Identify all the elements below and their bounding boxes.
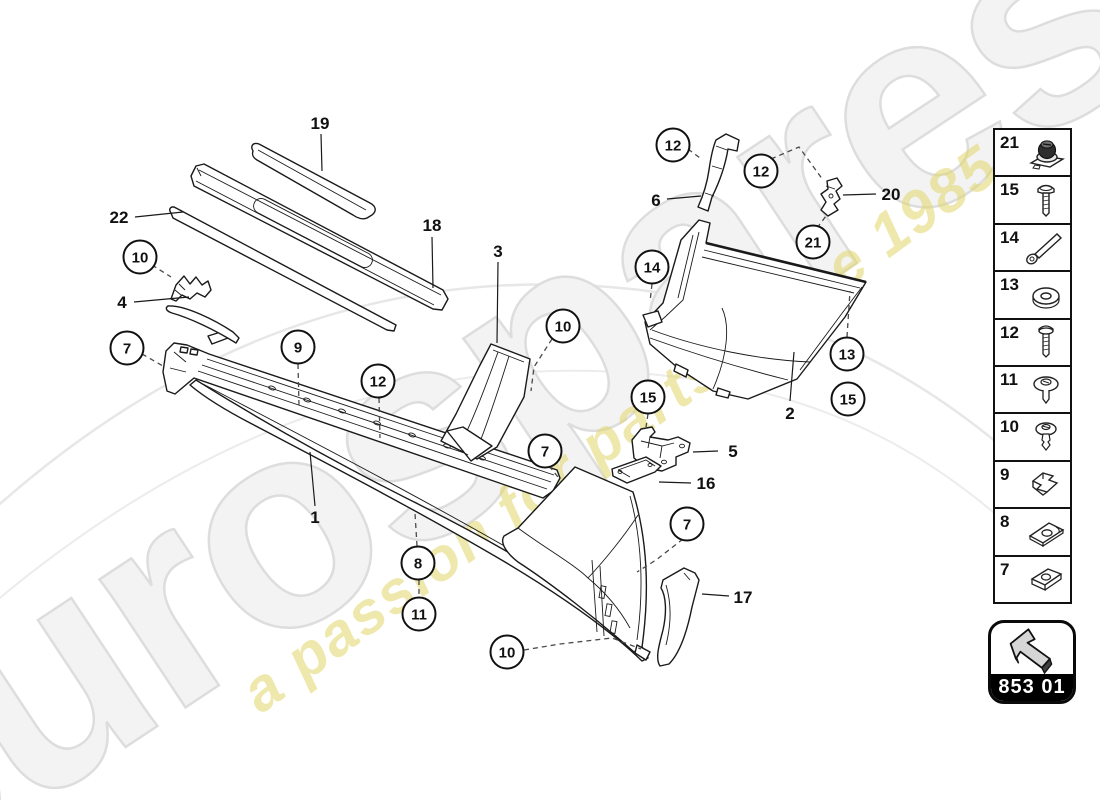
- svg-text:21: 21: [805, 235, 822, 252]
- svg-text:15: 15: [840, 392, 857, 409]
- section-code: 853 01: [991, 674, 1073, 701]
- callout-21[interactable]: 21: [795, 224, 831, 260]
- legend-number: 21: [1000, 133, 1019, 152]
- quarter-turn-fastener-icon: [1023, 132, 1069, 174]
- legend-row-13[interactable]: 13: [995, 270, 1070, 318]
- legend-number: 11: [1000, 369, 1018, 389]
- legend-row-15[interactable]: 15: [995, 175, 1070, 223]
- legend-number: 13: [1000, 275, 1019, 295]
- svg-text:12: 12: [665, 138, 682, 155]
- part-6-bracket: [697, 133, 740, 212]
- part-19-trim-strip: [251, 142, 376, 220]
- svg-text:13: 13: [839, 347, 856, 364]
- svg-text:11: 11: [411, 607, 427, 624]
- svg-text:8: 8: [414, 556, 422, 573]
- callout-9[interactable]: 9: [280, 329, 316, 365]
- callout-12[interactable]: 12: [360, 363, 396, 399]
- part-label-2: 2: [785, 404, 794, 423]
- callout-8[interactable]: 8: [400, 545, 436, 581]
- callout-10[interactable]: 10: [545, 308, 581, 344]
- part-label-20: 20: [882, 185, 901, 204]
- flanged-screw-icon: [1023, 321, 1069, 363]
- spring-clip-icon: [1023, 463, 1069, 505]
- svg-text:10: 10: [499, 645, 516, 662]
- svg-text:15: 15: [640, 390, 657, 407]
- speed-nut-icon: [1023, 511, 1069, 553]
- callout-12[interactable]: 12: [655, 127, 691, 163]
- legend-row-10[interactable]: 10: [995, 412, 1070, 460]
- callout-12[interactable]: 12: [743, 153, 779, 189]
- callout-7[interactable]: 7: [527, 433, 563, 469]
- part-3-air-duct: [440, 343, 531, 462]
- legend-row-11[interactable]: 11: [995, 364, 1070, 413]
- legend-number: 9: [1000, 464, 1010, 484]
- legend-row-12[interactable]: 12: [995, 317, 1070, 365]
- part-2-rear-side-panel: [642, 219, 867, 400]
- part-16-plate: [611, 456, 662, 484]
- part-label-22: 22: [110, 208, 129, 227]
- svg-text:9: 9: [294, 340, 302, 357]
- svg-text:12: 12: [753, 164, 770, 181]
- callout-7[interactable]: 7: [109, 330, 145, 366]
- outer-sill-cover-panel: [501, 466, 651, 661]
- washer-icon: [1023, 274, 1069, 316]
- svg-text:10: 10: [555, 319, 572, 336]
- push-rivet-icon: [1023, 416, 1069, 458]
- svg-text:12: 12: [370, 374, 387, 391]
- legend-number: 12: [1000, 322, 1019, 342]
- callout-10[interactable]: 10: [489, 634, 525, 670]
- part-label-6: 6: [651, 191, 660, 210]
- legend-row-21[interactable]: 21: [995, 130, 1070, 176]
- svg-text:7: 7: [123, 341, 131, 358]
- part-label-17: 17: [734, 588, 753, 607]
- legend-number: 15: [1000, 180, 1019, 200]
- back-arrow-icon: [991, 623, 1073, 674]
- callout-11[interactable]: 11: [401, 596, 437, 632]
- part-label-4: 4: [117, 293, 127, 312]
- svg-text:7: 7: [683, 517, 691, 534]
- part-label-18: 18: [423, 216, 442, 235]
- legend-number: 10: [1000, 417, 1019, 437]
- long-bolt-icon: [1023, 226, 1069, 268]
- legend-number: 7: [1000, 559, 1010, 579]
- part-18-sill-cover: [190, 163, 449, 311]
- part-label-3: 3: [493, 242, 502, 261]
- callout-14[interactable]: 14: [634, 249, 670, 285]
- legend-number: 8: [1000, 512, 1010, 532]
- callout-13[interactable]: 13: [829, 336, 865, 372]
- part-4-bracket: [165, 275, 240, 344]
- callout-15[interactable]: 15: [830, 381, 866, 417]
- svg-text:10: 10: [132, 250, 149, 267]
- part-label-1: 1: [310, 508, 319, 527]
- callout-7[interactable]: 7: [669, 506, 705, 542]
- legend-number: 14: [1000, 227, 1019, 247]
- part-label-5: 5: [728, 442, 737, 461]
- legend-row-9[interactable]: 9: [995, 459, 1070, 508]
- part-17-end-trim: [656, 567, 700, 667]
- section-badge[interactable]: 853 01: [988, 620, 1076, 704]
- svg-text:7: 7: [541, 444, 549, 461]
- leader-lines: [133, 133, 877, 597]
- clip-nut-icon: [1023, 558, 1069, 600]
- callout-10[interactable]: 10: [122, 239, 158, 275]
- svg-text:14: 14: [644, 260, 661, 277]
- legend-row-14[interactable]: 14: [995, 222, 1070, 271]
- fastener-legend: 21 15 14 13 12 11 10 9 8 7: [993, 128, 1072, 604]
- legend-row-7[interactable]: 7: [995, 554, 1070, 602]
- legend-row-8[interactable]: 8: [995, 507, 1070, 555]
- part-label-19: 19: [311, 114, 330, 133]
- callout-15[interactable]: 15: [630, 379, 666, 415]
- part-22-trim-rod: [169, 206, 397, 332]
- washer-rivet-icon: [1023, 369, 1069, 411]
- pan-head-screw-icon: [1023, 179, 1069, 221]
- part-label-16: 16: [697, 474, 716, 493]
- part-20-clip: [820, 177, 843, 217]
